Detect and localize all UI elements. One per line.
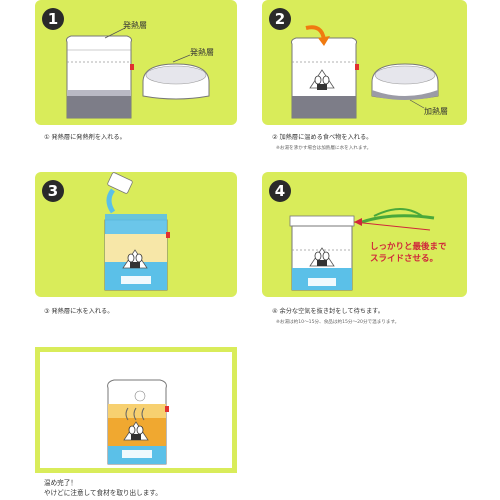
container-icon	[142, 63, 210, 100]
onigiri-icon	[123, 421, 149, 441]
final-line1: 温め完了！	[44, 479, 77, 487]
onigiri-icon	[122, 249, 148, 269]
step-4-panel: 4 しっかりと最後まで スライドさせる。	[262, 172, 467, 297]
step-1-caption: ① 発熱層に発熱剤を入れる。	[44, 134, 126, 141]
container-icon	[371, 63, 439, 100]
step-2-caption: ② 加熱層に温める食べ物を入れる。	[272, 134, 373, 141]
heat-layer-label: 発熱層	[123, 21, 147, 30]
step-2-panel: 2 加熱層	[262, 0, 467, 125]
pouch-icon	[107, 379, 169, 465]
onigiri-icon	[309, 69, 335, 90]
heating-layer-label: 加熱層	[424, 107, 448, 116]
step-1-illustration	[66, 27, 210, 119]
step-4-caption: ④ 余分な空気を抜き封をして待ちます。	[272, 308, 384, 315]
pouch-icon	[66, 35, 134, 119]
step-2-number: 2	[269, 8, 291, 30]
water-cup-icon	[106, 172, 133, 214]
step-4-illustration	[289, 208, 435, 291]
step-1-number: 1	[42, 8, 64, 30]
step-3-caption: ③ 発熱層に水を入れる。	[44, 308, 114, 315]
pouch-icon	[291, 37, 359, 119]
final-line2: やけどに注意して食材を取り出します。	[44, 489, 162, 497]
final-panel	[35, 347, 237, 473]
steam-icon	[125, 390, 146, 421]
step-4-number: 4	[269, 180, 291, 202]
step-4-note: ※お湯は約10～15分、食品は約15分～20分で温まります。	[276, 320, 400, 325]
step-3-number: 3	[42, 180, 64, 202]
heat-layer-label-2: 発熱層	[190, 48, 214, 57]
zipper-slider-icon	[353, 208, 435, 231]
step-3-illustration	[104, 172, 170, 291]
pouch-icon	[289, 215, 355, 291]
step-1-panel: 1 発熱層 発熱層	[35, 0, 237, 125]
slide-callout-line2: スライドさせる。	[370, 254, 439, 264]
onigiri-icon	[309, 247, 335, 267]
pouch-icon	[104, 214, 170, 291]
step-2-illustration	[291, 25, 439, 119]
final-illustration	[107, 379, 169, 465]
step-2-note: ※お湯を沸かす場合は加熱層に水を入れます。	[276, 146, 372, 151]
slide-callout-line1: しっかりと最後まで	[370, 242, 447, 252]
step-3-panel: 3	[35, 172, 237, 297]
